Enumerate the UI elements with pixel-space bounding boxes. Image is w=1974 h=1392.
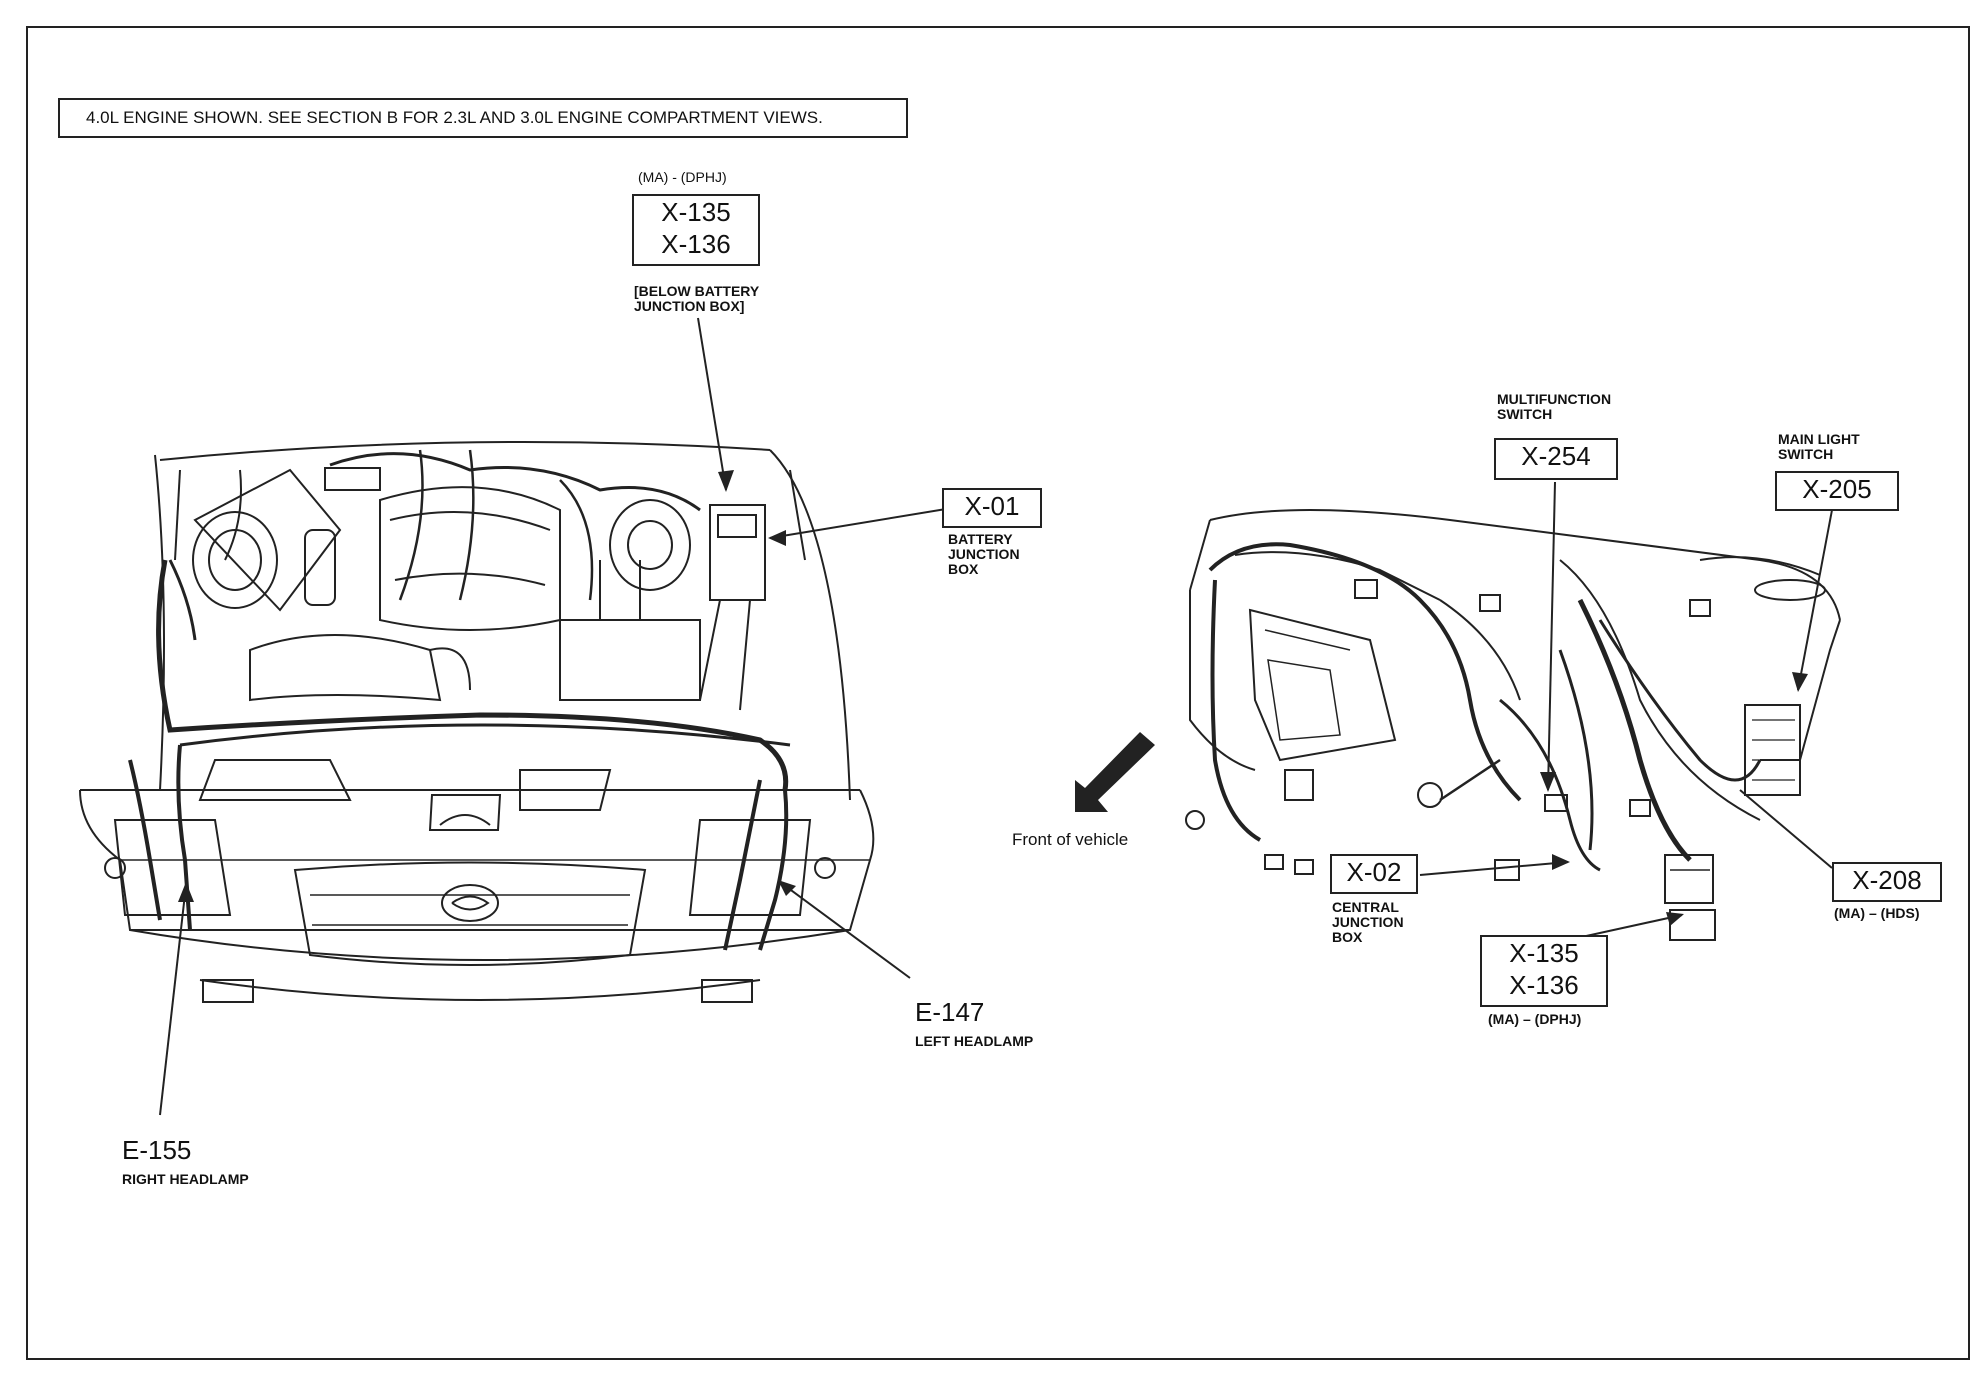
multifunction-switch-code: X-254 <box>1494 438 1618 480</box>
battery-junction-label: BATTERY JUNCTION BOX <box>948 532 1020 577</box>
battery-junction-label-line-2: JUNCTION <box>948 546 1020 562</box>
lower-connector-code-2: X-136 <box>1509 970 1579 1000</box>
battery-junction-label-line-1: BATTERY <box>948 531 1013 547</box>
left-headlamp-label: LEFT HEADLAMP <box>915 1033 1034 1049</box>
multifunction-label-line-1: MULTIFUNCTION <box>1497 391 1612 407</box>
top-connector-code-1: X-135 <box>661 197 731 227</box>
central-junction-label-line-1: CENTRAL <box>1332 899 1399 915</box>
main-light-label-line-1: MAIN LIGHT <box>1778 431 1860 447</box>
top-connector-location-line-2: JUNCTION BOX] <box>634 298 745 314</box>
central-junction-label-line-3: BOX <box>1332 929 1363 945</box>
lower-connector-code-1: X-135 <box>1509 938 1579 968</box>
top-connector-qualifier: (MA) - (DPHJ) <box>638 169 727 185</box>
engine-compartment-drawing <box>79 441 875 1003</box>
engine-note: 4.0L ENGINE SHOWN. SEE SECTION B FOR 2.3… <box>58 98 908 138</box>
top-connector-location: [BELOW BATTERY JUNCTION BOX] <box>634 284 759 314</box>
multifunction-switch-label: MULTIFUNCTION SWITCH <box>1497 392 1611 422</box>
front-of-vehicle-label: Front of vehicle <box>1012 830 1129 849</box>
right-headlamp-label: RIGHT HEADLAMP <box>122 1171 249 1187</box>
instrument-panel-drawing <box>1185 509 1841 941</box>
battery-junction-label-line-3: BOX <box>948 561 979 577</box>
main-light-switch-label: MAIN LIGHT SWITCH <box>1778 432 1860 462</box>
hds-connector-code: X-208 <box>1832 862 1942 902</box>
central-junction-label: CENTRAL JUNCTION BOX <box>1332 900 1404 945</box>
top-connector-code-2: X-136 <box>661 229 731 259</box>
main-light-switch-code: X-205 <box>1775 471 1899 511</box>
left-headlamp-code: E-147 <box>915 997 985 1027</box>
right-headlamp-code: E-155 <box>122 1135 192 1165</box>
leader-arrowheads <box>178 470 1808 926</box>
top-connector-box: X-135 X-136 <box>632 194 760 266</box>
front-of-vehicle-arrow-icon <box>1075 732 1155 812</box>
multifunction-label-line-2: SWITCH <box>1497 406 1553 422</box>
mazda-logo-icon <box>441 884 499 922</box>
lower-connector-box: X-135 X-136 <box>1480 935 1608 1007</box>
top-connector-location-line-1: [BELOW BATTERY <box>634 283 760 299</box>
central-junction-label-line-2: JUNCTION <box>1332 914 1404 930</box>
diagram-frame <box>26 26 1970 1360</box>
central-junction-box-code: X-02 <box>1330 854 1418 894</box>
leader-lines <box>159 317 1833 1116</box>
main-light-label-line-2: SWITCH <box>1778 446 1834 462</box>
lower-connector-qualifier: (MA) – (DPHJ) <box>1488 1011 1582 1027</box>
hds-connector-qualifier: (MA) – (HDS) <box>1834 905 1920 921</box>
battery-junction-box-code: X-01 <box>942 488 1042 528</box>
